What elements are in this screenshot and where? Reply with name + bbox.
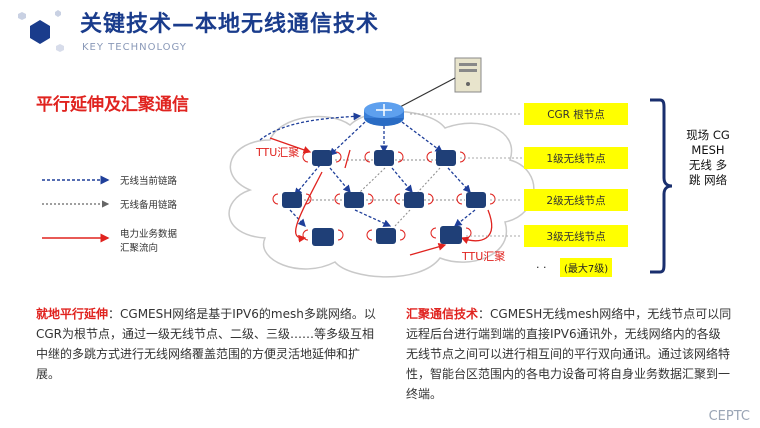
paragraph-left-heading: 就地平行延伸 [36, 307, 109, 321]
node-l3-a [312, 228, 334, 246]
current-links [259, 112, 476, 227]
node-l1-c [436, 150, 456, 166]
section-title: 平行延伸及汇聚通信 [36, 95, 189, 115]
backup-links [300, 159, 465, 227]
signal-icons [272, 151, 496, 241]
node-l3-b [376, 228, 396, 244]
node-l2-b [344, 192, 364, 208]
mesh-network-diagram [42, 57, 673, 278]
level-box-3: 3级无线节点 [524, 225, 628, 247]
watermark: CEPTC [708, 409, 750, 424]
max-level-label: (最大7级) [560, 258, 613, 277]
paragraph-left: 就地平行延伸：CGMESH网络是基于IPV6的mesh多跳网络。以CGR为根节点… [36, 304, 376, 384]
server-icon [454, 57, 482, 93]
level-box-2: 2级无线节点 [524, 189, 628, 211]
level-box-1: 1级无线节点 [524, 147, 628, 169]
bracket [650, 98, 673, 274]
server-link [397, 77, 456, 109]
paragraph-left-body: ：CGMESH网络是基于IPV6的mesh多跳网络。以CGR为根节点，通过一级无… [36, 307, 376, 381]
paragraph-right-body: ：CGMESH无线mesh网络中，无线节点可以同远程后台进行端到端的直接IPV6… [406, 307, 732, 401]
legend-backup-text: 无线备用链路 [120, 200, 178, 211]
legend-current-text: 无线当前链路 [120, 176, 178, 187]
level-dots: . . [536, 258, 547, 271]
legend-flow-text-1: 电力业务数据 [120, 229, 178, 240]
bracket-label: 现场 CG MESH 无线 多跳 网络 [686, 128, 730, 187]
ttu-label-bottom: TTU汇聚 [462, 250, 506, 263]
page-subtitle: KEY TECHNOLOGY [82, 42, 187, 53]
level-box-cgr: CGR 根节点 [524, 103, 628, 125]
page-title: 关键技术—本地无线通信技术 [80, 12, 380, 37]
node-l1-a [312, 150, 332, 166]
node-l2-a [282, 192, 302, 208]
logo-icon [18, 10, 64, 52]
cgr-router-icon [364, 102, 404, 126]
level-guides [410, 113, 522, 237]
legend-flow-text-2: 汇聚流向 [120, 243, 159, 254]
node-l2-d [466, 192, 486, 208]
paragraph-right: 汇聚通信技术：CGMESH无线mesh网络中，无线节点可以同远程后台进行端到端的… [406, 304, 732, 404]
node-l3-c [440, 226, 462, 244]
paragraph-right-heading: 汇聚通信技术 [406, 307, 479, 321]
power-flow-lines [269, 137, 493, 256]
ttu-label-top: TTU汇聚 [256, 146, 300, 159]
node-l2-c [404, 192, 424, 208]
mesh-nodes [282, 150, 486, 246]
node-l1-b [374, 150, 394, 166]
